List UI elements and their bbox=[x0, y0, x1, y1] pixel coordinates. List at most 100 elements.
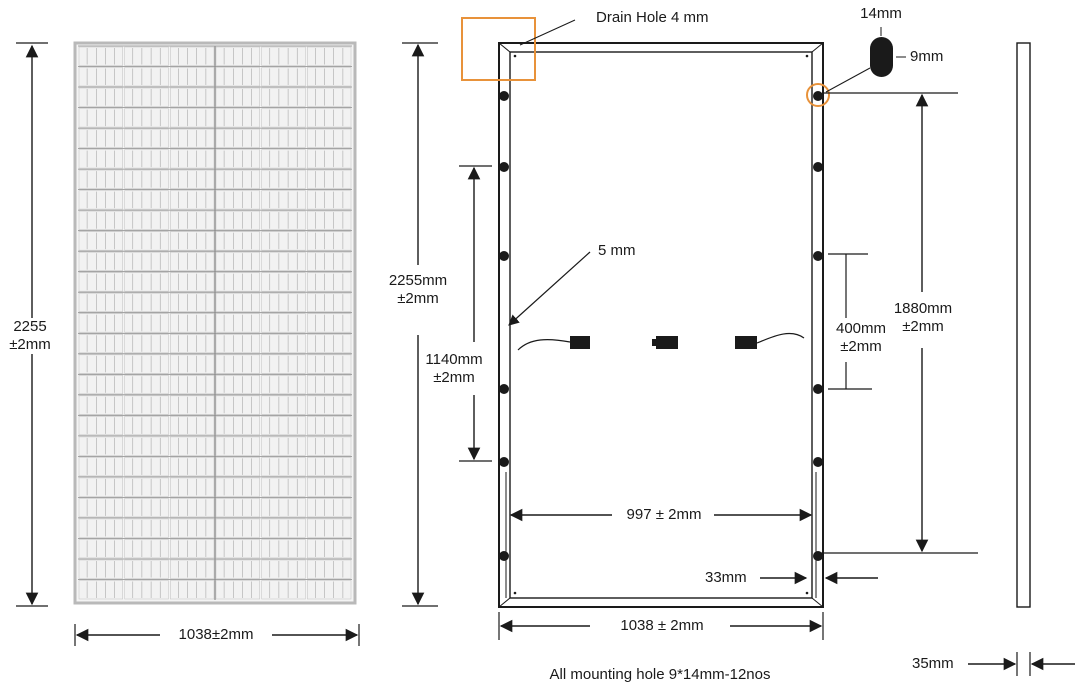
mounting-hole bbox=[813, 384, 823, 394]
solar-cell bbox=[306, 272, 352, 292]
solar-cell bbox=[215, 272, 261, 292]
solar-cell bbox=[306, 498, 352, 518]
connector-right bbox=[735, 336, 757, 349]
solar-cell bbox=[261, 354, 306, 374]
solar-cell bbox=[261, 87, 306, 107]
drain-hole bbox=[805, 591, 809, 595]
solar-cell bbox=[261, 333, 306, 354]
back-view bbox=[402, 17, 978, 640]
mounting-hole bbox=[813, 91, 823, 101]
solar-cell bbox=[215, 498, 261, 518]
solar-cell bbox=[306, 169, 352, 189]
solar-cell bbox=[124, 231, 169, 251]
thickness-label: 35mm bbox=[912, 655, 954, 672]
side-profile bbox=[1016, 42, 1031, 608]
solar-cell bbox=[78, 272, 124, 292]
slot-detail-shape bbox=[870, 37, 893, 77]
mounting-hole bbox=[813, 457, 823, 467]
mounting-hole bbox=[813, 162, 823, 172]
solar-cell bbox=[215, 457, 261, 477]
solar-cell bbox=[170, 559, 215, 579]
front-width-label: 1038±2mm bbox=[160, 626, 272, 644]
slot-height-label: 9mm bbox=[910, 48, 944, 65]
solar-cell bbox=[215, 559, 261, 579]
solar-cell bbox=[306, 477, 352, 497]
solar-cell bbox=[78, 313, 124, 333]
solar-cell bbox=[261, 128, 306, 148]
solar-cell bbox=[261, 436, 306, 456]
solar-cell bbox=[306, 67, 352, 87]
solar-cell bbox=[170, 580, 215, 600]
solar-cell bbox=[124, 374, 169, 395]
solar-cell bbox=[261, 231, 306, 251]
drain-hole bbox=[805, 54, 809, 58]
solar-cell bbox=[261, 108, 306, 128]
solar-cell bbox=[124, 539, 169, 559]
solar-cell bbox=[261, 518, 306, 538]
solar-cell bbox=[170, 190, 215, 210]
solar-cell bbox=[306, 580, 352, 600]
solar-cell bbox=[306, 210, 352, 230]
solar-cell bbox=[261, 374, 306, 395]
solar-cell bbox=[170, 169, 215, 189]
solar-cell bbox=[170, 498, 215, 518]
solar-cell bbox=[170, 108, 215, 128]
solar-cell bbox=[306, 457, 352, 477]
side-hole-spacing-label: 400mm ±2mm bbox=[826, 320, 896, 356]
solar-cell bbox=[215, 333, 261, 354]
solar-cell bbox=[170, 395, 215, 415]
solar-cell bbox=[306, 190, 352, 210]
solar-cell bbox=[306, 354, 352, 374]
solar-cell bbox=[215, 190, 261, 210]
solar-cell bbox=[78, 518, 124, 538]
cable-left bbox=[517, 339, 571, 351]
mounting-holes bbox=[499, 91, 823, 561]
solar-cell bbox=[261, 539, 306, 559]
mounting-hole bbox=[499, 457, 509, 467]
overall-height-label: 2255mm ±2mm bbox=[382, 272, 454, 308]
solar-cell bbox=[78, 190, 124, 210]
solar-cell bbox=[170, 67, 215, 87]
cable-right bbox=[756, 333, 805, 344]
solar-cell bbox=[306, 436, 352, 456]
solar-cell bbox=[215, 313, 261, 333]
solar-cell bbox=[215, 292, 261, 313]
solar-cell bbox=[306, 415, 352, 436]
solar-cell bbox=[78, 87, 124, 107]
slot-highlight-circle bbox=[806, 83, 830, 107]
solar-cell bbox=[215, 46, 261, 66]
solar-cell bbox=[261, 251, 306, 271]
solar-cell bbox=[215, 67, 261, 87]
solar-cell bbox=[306, 559, 352, 579]
solar-cell bbox=[170, 46, 215, 66]
solar-cell bbox=[124, 67, 169, 87]
solar-cell bbox=[124, 87, 169, 107]
solar-cell bbox=[78, 436, 124, 456]
solar-cell bbox=[124, 498, 169, 518]
solar-cell bbox=[124, 169, 169, 189]
solar-cell bbox=[78, 108, 124, 128]
solar-cell bbox=[261, 559, 306, 579]
solar-cell bbox=[170, 436, 215, 456]
solar-cell bbox=[215, 169, 261, 189]
drain-hole bbox=[513, 54, 517, 58]
solar-cell bbox=[124, 251, 169, 271]
solar-cell bbox=[170, 251, 215, 271]
solar-cell bbox=[124, 292, 169, 313]
solar-cell bbox=[306, 128, 352, 148]
junction-box bbox=[656, 336, 678, 349]
solar-cell bbox=[215, 128, 261, 148]
slot-leader bbox=[825, 67, 871, 93]
drain-hole-highlight-box bbox=[461, 17, 536, 81]
solar-cell bbox=[215, 210, 261, 230]
slot-width-label: 14mm bbox=[860, 5, 902, 22]
solar-cell bbox=[78, 251, 124, 271]
solar-cell bbox=[170, 333, 215, 354]
solar-cell bbox=[170, 457, 215, 477]
solar-cell bbox=[306, 292, 352, 313]
front-height-label: 2255 ±2mm bbox=[2, 318, 58, 354]
mounting-hole bbox=[813, 251, 823, 261]
solar-cell bbox=[306, 231, 352, 251]
solar-cell bbox=[306, 313, 352, 333]
